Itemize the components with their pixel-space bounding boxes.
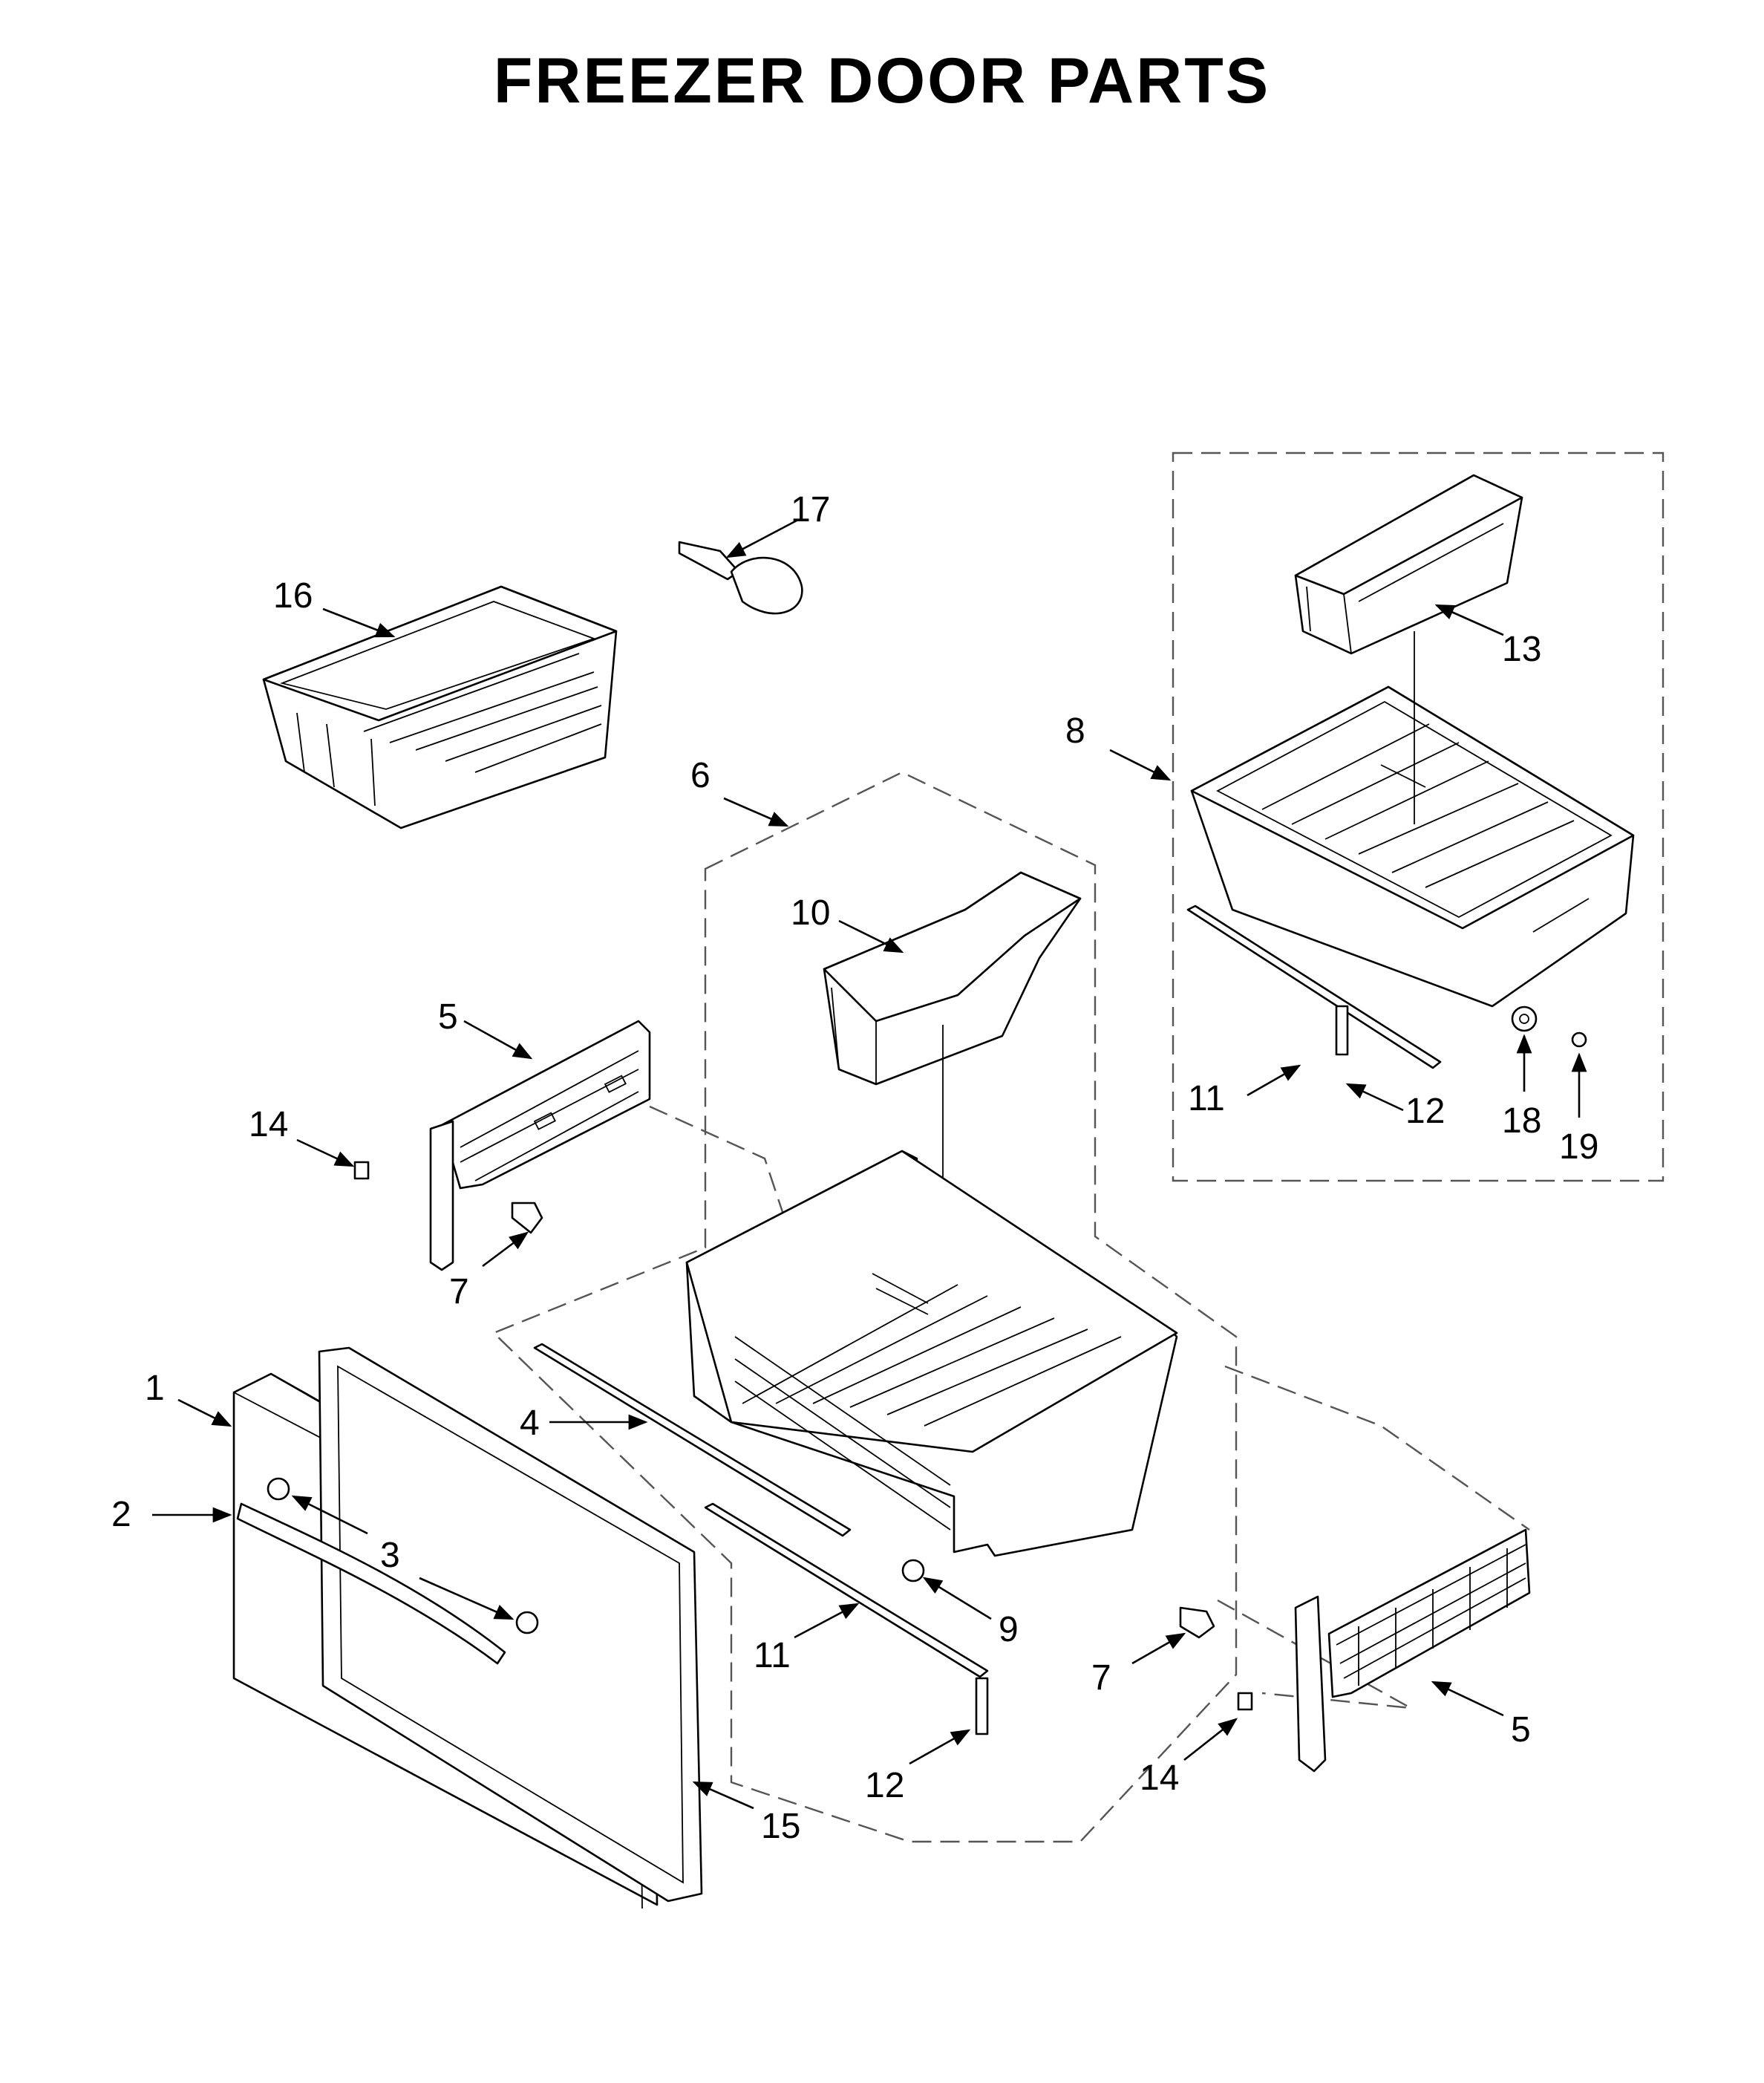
slide-rail-left-part-5: [429, 1020, 651, 1271]
upper-bin-part-10: [823, 871, 1082, 1418]
strip-part-4: [533, 1343, 852, 1537]
leader-1: [177, 1398, 232, 1427]
callout-1: 1: [145, 1369, 165, 1408]
callout-15: 15: [761, 1807, 800, 1846]
leader-3-b: [419, 1577, 514, 1620]
leader-11-lower: [794, 1603, 860, 1639]
rail-mount-lines-right: [1224, 1365, 1530, 1531]
leader-16: [322, 607, 396, 638]
callout-10: 10: [791, 893, 830, 933]
leader-13: [1434, 604, 1504, 636]
rail-mount-lines: [649, 1105, 788, 1226]
leader-14-left: [296, 1138, 355, 1167]
callout-12-upper: 12: [1405, 1092, 1445, 1131]
callout-12-lower: 12: [865, 1766, 904, 1805]
callout-7-left: 7: [449, 1272, 469, 1311]
leader-7-right: [1131, 1632, 1186, 1665]
callout-14-left: 14: [249, 1105, 288, 1144]
drawer-assembly-boundary-6: [491, 771, 1238, 1843]
callout-13: 13: [1502, 630, 1541, 669]
gasket-strip-part-11-upper: [1186, 904, 1442, 1069]
leader-3-a: [291, 1495, 368, 1535]
page-title: FREEZER DOOR PARTS: [493, 45, 1271, 117]
leader-8: [1109, 749, 1172, 781]
leader-12-lower: [909, 1729, 971, 1765]
gasket-strip-part-11-lower: [704, 1502, 989, 1678]
leader-17: [725, 518, 799, 558]
callout-11-upper: 11: [1188, 1079, 1225, 1118]
upper-basket-part-8: [1190, 631, 1635, 1008]
callout-7-right: 7: [1091, 1658, 1111, 1698]
callout-3: 3: [380, 1536, 400, 1575]
callout-5-left: 5: [438, 997, 458, 1037]
callout-2: 2: [111, 1495, 131, 1534]
ice-scoop-part-17: [678, 541, 803, 615]
fastener-part-19: [1571, 1031, 1587, 1048]
slide-rail-right-part-5: [1294, 1528, 1531, 1773]
ice-bin-part-16: [262, 585, 618, 829]
leader-5-right: [1431, 1681, 1504, 1717]
washer-part-18: [1511, 1005, 1538, 1032]
fastener-part-12: [975, 1005, 1349, 1735]
screw-part-7: [511, 1202, 1215, 1639]
callout-17: 17: [791, 490, 830, 529]
leader-11-upper: [1247, 1064, 1301, 1097]
callout-6: 6: [690, 756, 710, 795]
leader-12-upper: [1345, 1083, 1404, 1112]
leader-9: [922, 1577, 992, 1620]
callout-9: 9: [999, 1610, 1019, 1649]
callout-16: 16: [273, 576, 313, 616]
callout-11-lower: 11: [754, 1636, 791, 1675]
fastener-part-9: [901, 1559, 925, 1582]
small-tray-part-13: [1294, 474, 1523, 655]
leader-5-left: [463, 1020, 533, 1060]
door-gasket-part-15: [318, 1346, 703, 1903]
clip-part-14: [353, 1161, 1253, 1711]
leader-6: [723, 797, 789, 827]
leader-7-left: [482, 1231, 529, 1268]
handle-screw-part-3: [267, 1477, 539, 1634]
door-handle-part-2: [236, 1502, 506, 1665]
callout-19: 19: [1559, 1127, 1598, 1167]
drawer-assembly-boundary-8: [1172, 452, 1665, 1182]
leader-15: [692, 1781, 754, 1810]
drawer-bin-part-6: [685, 1150, 1178, 1557]
callout-4: 4: [520, 1404, 540, 1443]
callout-5-right: 5: [1511, 1710, 1531, 1750]
callout-8: 8: [1065, 711, 1085, 751]
callout-14-right: 14: [1140, 1758, 1179, 1798]
leader-14-right: [1183, 1718, 1238, 1761]
callout-18: 18: [1502, 1101, 1541, 1141]
leader-10: [838, 919, 904, 954]
